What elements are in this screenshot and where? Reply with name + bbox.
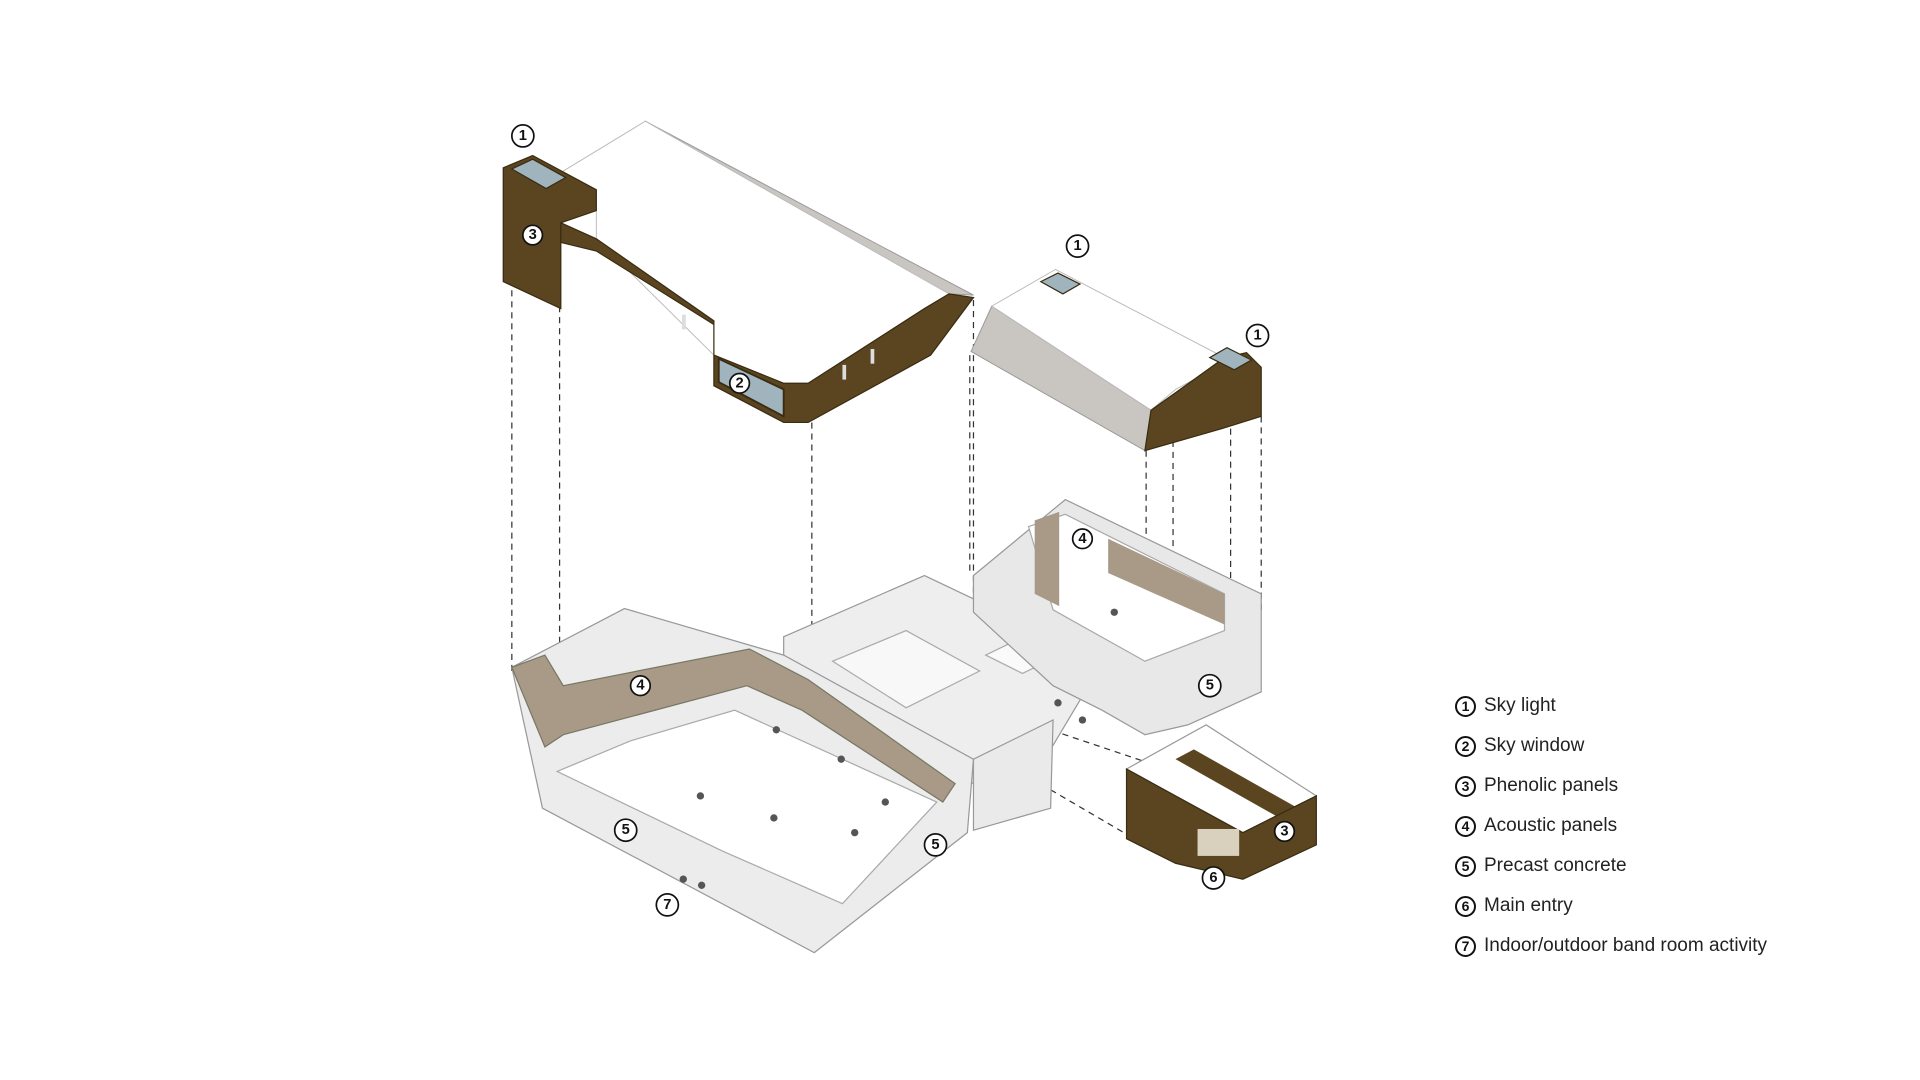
svg-text:5: 5 xyxy=(622,822,630,838)
svg-text:4: 4 xyxy=(1078,531,1087,547)
svg-text:3: 3 xyxy=(529,227,537,243)
legend-label: Main entry xyxy=(1484,895,1573,916)
callout-7: 7 xyxy=(655,893,680,917)
skylight xyxy=(510,158,567,190)
legend-number: 1 xyxy=(1455,695,1476,717)
acoustic-panels-left xyxy=(511,648,956,803)
svg-text:7: 7 xyxy=(663,897,671,913)
svg-text:4: 4 xyxy=(636,678,645,694)
legend-item-precast-concrete: 5 Precast concrete xyxy=(1455,846,1767,886)
legend-label: Acoustic panels xyxy=(1484,815,1618,836)
callout-4b: 4 xyxy=(629,675,652,697)
callout-5b: 5 xyxy=(613,818,638,843)
svg-text:6: 6 xyxy=(1209,870,1217,886)
svg-text:2: 2 xyxy=(736,375,744,391)
legend-label: Sky window xyxy=(1484,735,1585,756)
acoustic-panels-right xyxy=(1034,511,1060,607)
legend-number: 6 xyxy=(1455,895,1476,917)
legend-number: 5 xyxy=(1455,855,1476,877)
svg-text:5: 5 xyxy=(931,837,939,853)
legend-number: 3 xyxy=(1455,775,1476,797)
svg-text:1: 1 xyxy=(1253,328,1261,344)
legend-item-sky-window: 2 Sky window xyxy=(1455,726,1767,766)
legend-label: Phenolic panels xyxy=(1484,775,1619,796)
legend-item-acoustic-panels: 4 Acoustic panels xyxy=(1455,806,1767,846)
svg-text:1: 1 xyxy=(519,128,527,144)
callout-3b: 3 xyxy=(1273,820,1296,843)
legend-item-main-entry: 6 Main entry xyxy=(1455,886,1767,926)
legend-label: Indoor/outdoor band room activity xyxy=(1484,935,1768,956)
callout-4a: 4 xyxy=(1071,528,1094,550)
legend-number: 4 xyxy=(1455,815,1476,837)
callout-5a: 5 xyxy=(1197,673,1222,698)
legend-number: 2 xyxy=(1455,735,1476,757)
svg-text:5: 5 xyxy=(1206,678,1214,694)
legend-item-band-room-activity: 7 Indoor/outdoor band room activity xyxy=(1455,926,1767,966)
phenolic-panel-tower xyxy=(502,154,597,310)
callout-3a: 3 xyxy=(522,224,544,246)
callout-6: 6 xyxy=(1201,866,1226,890)
main-hall-roof xyxy=(502,120,975,424)
legend-item-phenolic-panels: 3 Phenolic panels xyxy=(1455,766,1767,806)
people-figures xyxy=(679,608,1118,889)
floor-plan xyxy=(511,498,1262,954)
svg-text:3: 3 xyxy=(1280,823,1288,839)
callout-1a: 1 xyxy=(510,124,535,148)
svg-text:1: 1 xyxy=(1073,238,1081,254)
entry-building xyxy=(1125,724,1318,880)
callout-2: 2 xyxy=(728,372,751,394)
callout-5c: 5 xyxy=(923,833,948,857)
legend-number: 7 xyxy=(1455,935,1476,957)
legend-label: Precast concrete xyxy=(1484,855,1627,876)
sky-window xyxy=(717,357,785,418)
band-room-roof xyxy=(970,268,1262,452)
callout-1b: 1 xyxy=(1065,234,1090,258)
legend-label: Sky light xyxy=(1484,695,1556,716)
legend-item-sky-light: 1 Sky light xyxy=(1455,686,1767,726)
callout-1c: 1 xyxy=(1245,323,1270,348)
